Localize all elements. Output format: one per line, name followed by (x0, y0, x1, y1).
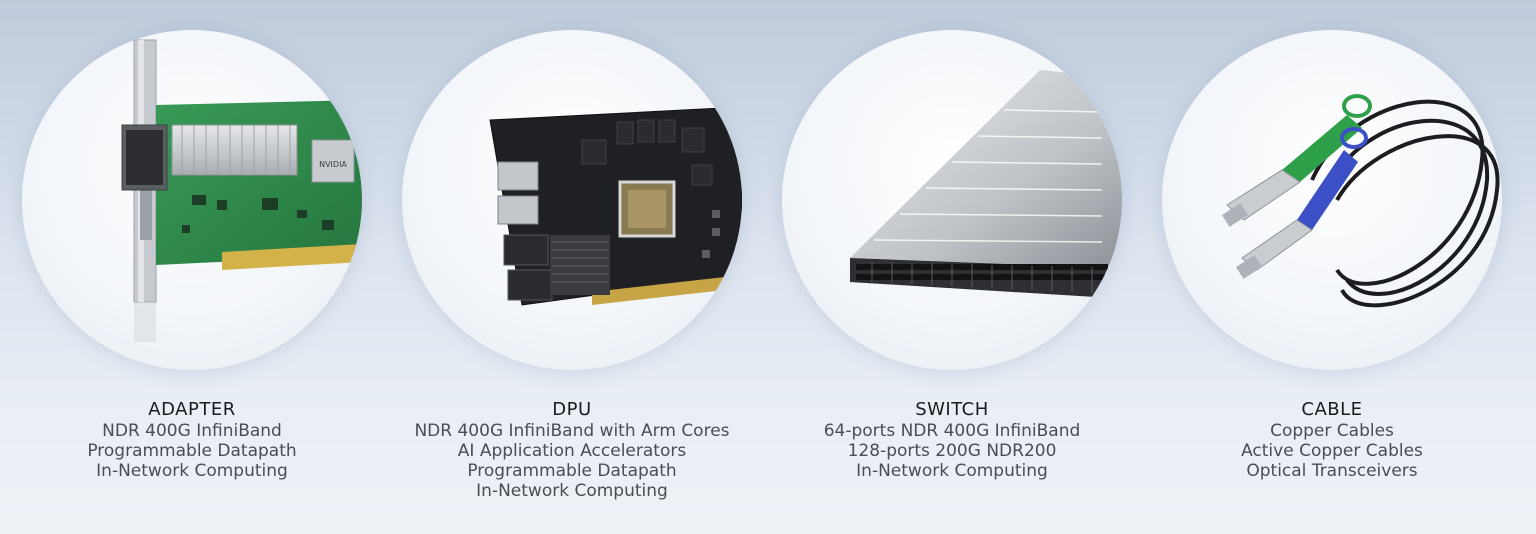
cable-feature: Optical Transceivers (1246, 461, 1418, 481)
switch-image (782, 30, 1122, 370)
switch-caption: SWITCH 64-ports NDR 400G InfiniBand 128-… (742, 399, 1162, 482)
switch-feature: 128-ports 200G NDR200 (847, 441, 1057, 461)
adapter-title: ADAPTER (148, 399, 236, 420)
dpu-feature: NDR 400G InfiniBand with Arm Cores (414, 421, 730, 441)
product-adapter: NVIDIA ADAPTER NDR 400G InfiniBand Progr… (22, 0, 362, 534)
dpu-feature: Programmable Datapath (467, 461, 677, 481)
cable-feature: Active Copper Cables (1241, 441, 1423, 461)
adapter-card-image: NVIDIA (22, 30, 362, 370)
dpu-feature: In-Network Computing (476, 481, 668, 501)
cable-illustration (1221, 94, 1500, 308)
cable-feature: Copper Cables (1270, 421, 1394, 441)
cable-caption: CABLE Copper Cables Active Copper Cables… (1122, 399, 1536, 482)
cable-image (1162, 30, 1502, 370)
switch-feature: 64-ports NDR 400G InfiniBand (823, 421, 1081, 441)
adapter-feature: Programmable Datapath (87, 441, 297, 461)
product-switch: SWITCH 64-ports NDR 400G InfiniBand 128-… (782, 0, 1122, 534)
dpu-title: DPU (552, 399, 592, 420)
product-dpu: DPU NDR 400G InfiniBand with Arm Cores A… (402, 0, 742, 534)
dpu-caption: DPU NDR 400G InfiniBand with Arm Cores A… (362, 399, 782, 502)
product-cable: CABLE Copper Cables Active Copper Cables… (1162, 0, 1502, 534)
nvidia-logo: NVIDIA (319, 160, 347, 169)
switch-feature: In-Network Computing (856, 461, 1048, 481)
adapter-card-illustration: NVIDIA (121, 39, 362, 342)
switch-illustration (850, 70, 1122, 298)
adapter-feature: In-Network Computing (96, 461, 288, 481)
dpu-card-image (402, 30, 742, 370)
adapter-caption: ADAPTER NDR 400G InfiniBand Programmable… (0, 399, 402, 482)
cable-title: CABLE (1301, 399, 1363, 420)
switch-title: SWITCH (915, 399, 989, 420)
dpu-card-illustration (489, 107, 742, 306)
dpu-feature: AI Application Accelerators (457, 441, 687, 461)
adapter-feature: NDR 400G InfiniBand (102, 421, 282, 441)
